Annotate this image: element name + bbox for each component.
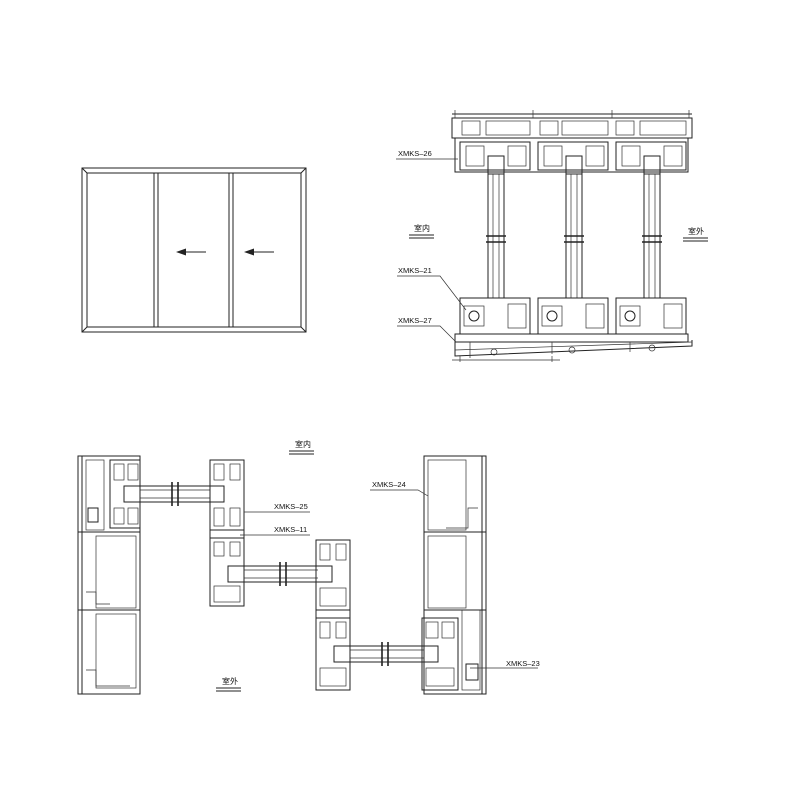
slide-arrow-left-1	[176, 248, 206, 256]
horizontal-section: XMKS–25 XMKS–11 XMKS–24 XMKS–23 室内 室外	[77, 439, 540, 695]
sash-head-3	[615, 141, 687, 175]
sill-profile	[452, 333, 693, 362]
label-xmks-27: XMKS–27	[397, 316, 457, 343]
sash-2-right-stile	[315, 539, 351, 619]
room-outdoor-top-text: 室外	[688, 226, 704, 236]
glass-pane-1	[486, 173, 506, 299]
label-xmks-24-text: XMKS–24	[372, 480, 406, 489]
sash-head-2	[537, 141, 609, 175]
label-xmks-25: XMKS–25	[244, 502, 310, 513]
interlock-profile	[209, 537, 245, 607]
sash-3-right-stile	[421, 617, 459, 691]
label-xmks-21: XMKS–21	[397, 266, 467, 311]
room-outdoor-bottom: 室外	[216, 676, 241, 692]
label-xmks-26-text: XMKS–26	[398, 149, 432, 158]
glass-pane-2	[564, 173, 584, 299]
glass-run-2	[227, 562, 333, 586]
vertical-section: XMKS–26 XMKS–21 XMKS–27 室内 室外	[396, 110, 708, 362]
room-indoor-bottom-text: 室内	[295, 439, 311, 449]
room-indoor-top: 室内	[409, 223, 434, 239]
slide-arrow-left-2	[244, 248, 274, 256]
label-xmks-26: XMKS–26	[396, 149, 458, 160]
sash-head-1	[459, 141, 531, 175]
room-indoor-bottom: 室内	[289, 439, 314, 455]
label-xmks-24: XMKS–24	[370, 480, 429, 497]
sash-bottom-3	[615, 297, 687, 335]
mullion-2	[228, 172, 234, 328]
right-jamb-frame	[423, 455, 487, 695]
label-xmks-27-text: XMKS–27	[398, 316, 432, 325]
mullion-1	[153, 172, 159, 328]
glass-pane-3	[642, 173, 662, 299]
left-jamb-frame	[77, 455, 141, 695]
glass-run-1	[123, 482, 225, 506]
room-outdoor-bottom-text: 室外	[222, 676, 238, 686]
room-outdoor-top: 室外	[683, 226, 708, 242]
glass-run-3	[333, 642, 439, 666]
outer-frame	[81, 167, 307, 333]
label-xmks-23: XMKS–23	[470, 659, 540, 669]
top-rail-profile	[451, 110, 693, 173]
label-xmks-11-text: XMKS–11	[274, 525, 307, 534]
label-xmks-21-text: XMKS–21	[398, 266, 432, 275]
window-elevation	[81, 167, 307, 333]
sash-bottom-1	[459, 297, 531, 335]
sash-bottom-2	[537, 297, 609, 335]
inner-frame	[86, 172, 302, 328]
room-indoor-top-text: 室内	[414, 223, 430, 233]
label-xmks-23-text: XMKS–23	[506, 659, 540, 668]
label-xmks-11: XMKS–11	[240, 525, 310, 536]
sash-3-left-stile	[315, 617, 351, 691]
sash-1-left-stile	[109, 459, 141, 529]
label-xmks-25-text: XMKS–25	[274, 502, 308, 511]
sash-1-right-stile	[209, 459, 245, 539]
